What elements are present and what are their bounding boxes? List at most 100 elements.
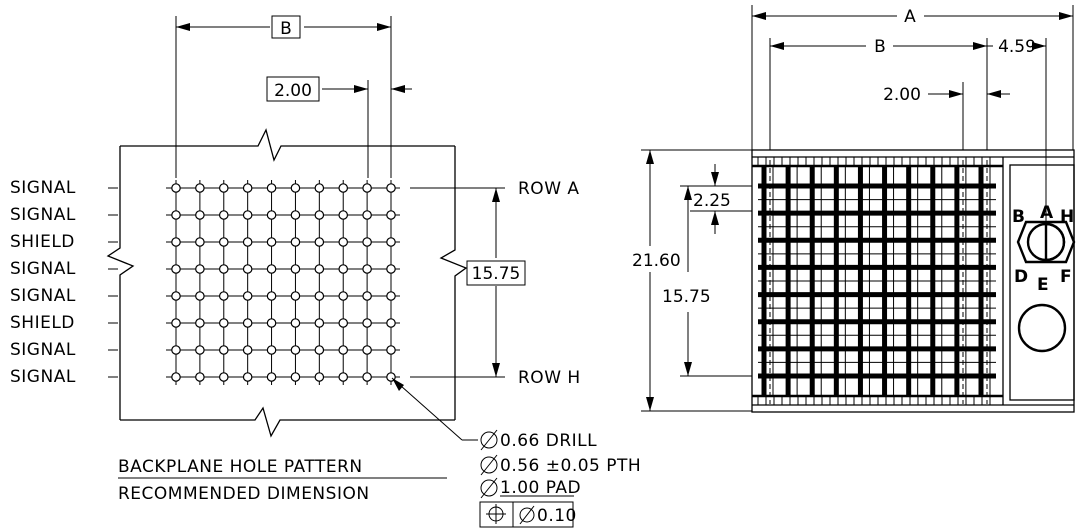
pth-hole — [266, 237, 277, 247]
pth-hole — [171, 237, 181, 247]
signal-label: SIGNAL — [10, 367, 76, 387]
pth-hole — [218, 372, 229, 382]
dim-height-left-label: 15.75 — [472, 264, 521, 284]
row-h-label: ROW H — [518, 368, 581, 388]
pth-hole — [314, 345, 325, 355]
pth-hole — [242, 372, 253, 382]
key-letter: H — [1060, 207, 1074, 227]
pth-hole — [242, 210, 253, 220]
pth-hole — [266, 372, 277, 382]
key-letter: E — [1037, 275, 1049, 295]
pth-hole — [195, 210, 205, 220]
pth-hole — [242, 183, 253, 193]
pth-hole — [338, 183, 349, 193]
signal-label: SIGNAL — [10, 340, 76, 360]
dim-total-height-label: 21.60 — [632, 251, 681, 271]
dim-b-right-label: B — [874, 37, 886, 57]
key-letter: A — [1040, 203, 1054, 223]
dim-b-left: B — [175, 15, 392, 178]
pth-hole — [266, 291, 277, 301]
pth-hole — [314, 291, 325, 301]
mount-hole-icon — [1017, 303, 1067, 353]
hex-key-icon — [1016, 220, 1076, 264]
pth-hole — [290, 372, 301, 382]
pth-hole — [338, 291, 349, 301]
pth-hole — [266, 318, 277, 328]
title-recommended: RECOMMENDED DIMENSION — [118, 484, 370, 504]
pth-hole — [242, 237, 253, 247]
pth-hole — [218, 183, 229, 193]
dim-b-right: B 4.59 — [769, 37, 1047, 232]
pth-hole — [290, 210, 301, 220]
pth-hole — [386, 318, 396, 328]
pth-hole — [218, 264, 229, 274]
pth-hole — [386, 237, 396, 247]
backplane-outline — [106, 128, 468, 438]
pth-hole — [386, 183, 396, 193]
row-dims-left: ROW A ROW H 15.75 — [410, 179, 581, 388]
pth-hole — [362, 183, 372, 193]
pth-hole — [242, 318, 253, 328]
pth-hole — [338, 318, 349, 328]
dim-a: A — [751, 5, 1074, 150]
dim-height-right: 15.75 — [662, 185, 752, 377]
dim-total-height: 21.60 — [632, 149, 752, 412]
key-letter: B — [1012, 207, 1025, 227]
connector-grid — [752, 157, 1003, 405]
dim-offset-label: 4.59 — [998, 37, 1036, 57]
signal-label: SHIELD — [10, 232, 75, 252]
dim-height-right-label: 15.75 — [662, 287, 711, 307]
hole-callout: 0.66 DRILL 0.56 ±0.05 PTH 1.00 PAD 0.10 — [391, 377, 641, 528]
pth-hole — [386, 345, 396, 355]
pth-hole — [362, 210, 372, 220]
pth-hole — [290, 318, 301, 328]
pth-hole — [362, 318, 372, 328]
signal-label: SIGNAL — [10, 205, 76, 225]
dim-pitch-right-label: 2.00 — [883, 85, 921, 105]
dim-b-left-label: B — [280, 19, 292, 39]
pth-hole — [362, 345, 372, 355]
pth-hole — [290, 183, 301, 193]
callout-drill: 0.66 DRILL — [500, 431, 597, 451]
pth-hole — [338, 210, 349, 220]
dim-pitch-right: 2.00 — [883, 82, 1010, 150]
pth-hole — [171, 372, 181, 382]
pth-hole — [195, 345, 205, 355]
pth-hole — [218, 210, 229, 220]
tolerance-value: 0.10 — [537, 506, 577, 526]
pth-hole — [362, 372, 372, 382]
pth-hole — [242, 291, 253, 301]
pth-hole — [218, 318, 229, 328]
pth-hole — [290, 345, 301, 355]
pth-hole — [171, 291, 181, 301]
pth-hole — [362, 291, 372, 301]
pth-hole — [195, 291, 205, 301]
pth-hole — [362, 237, 372, 247]
pth-hole — [338, 237, 349, 247]
signal-label: SHIELD — [10, 313, 75, 333]
pth-hole — [314, 237, 325, 247]
hole-grid — [108, 180, 400, 385]
signal-labels: SIGNAL SIGNAL SHIELD SIGNAL SIGNAL SHIEL… — [10, 178, 76, 387]
pth-hole — [314, 264, 325, 274]
pth-hole — [266, 264, 277, 274]
pth-hole — [266, 183, 277, 193]
pth-hole — [314, 372, 325, 382]
pth-hole — [171, 264, 181, 274]
pth-hole — [218, 237, 229, 247]
key-letter: D — [1014, 267, 1028, 287]
keying-feature: A B H D E F — [1012, 203, 1076, 353]
pth-hole — [386, 210, 396, 220]
pth-hole — [242, 345, 253, 355]
pth-hole — [290, 264, 301, 274]
left-title: BACKPLANE HOLE PATTERN RECOMMENDED DIMEN… — [118, 457, 447, 504]
callout-pad: 1.00 PAD — [500, 478, 581, 498]
row-a-label: ROW A — [518, 179, 580, 199]
pth-hole — [362, 264, 372, 274]
pth-hole — [171, 318, 181, 328]
pth-hole — [338, 264, 349, 274]
pth-hole — [266, 345, 277, 355]
pth-hole — [386, 291, 396, 301]
